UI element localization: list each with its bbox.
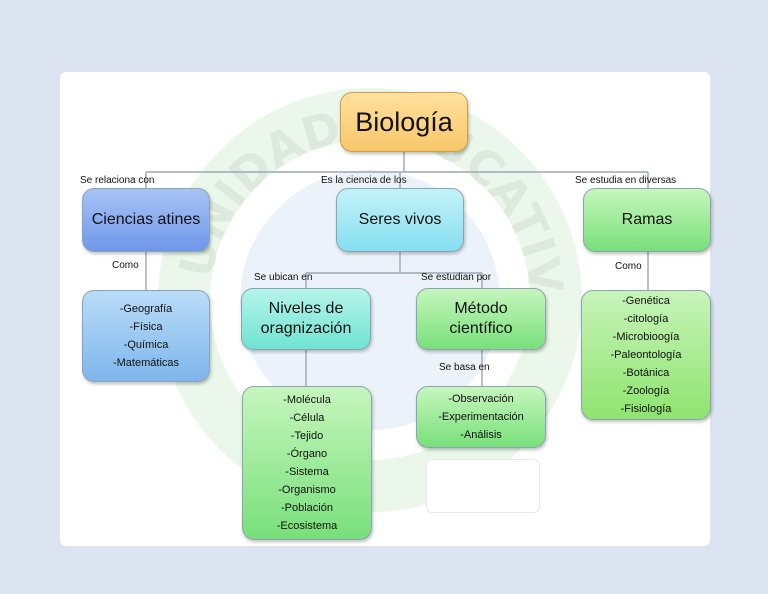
node-biologia: Biología	[340, 92, 468, 152]
label-relates: Se relaciona con	[80, 175, 155, 186]
node-ramas-label: Ramas	[621, 211, 673, 228]
node-metodo-label: Método científico	[449, 300, 513, 337]
list-item: -Matemáticas	[112, 357, 180, 369]
list-item: -Tejido	[290, 430, 324, 442]
list-item: -Órgano	[286, 448, 328, 460]
list-item: -Observación	[448, 393, 514, 405]
node-biologia-label: Biología	[355, 106, 453, 137]
list-item: -Paleontología	[610, 349, 682, 361]
label-como-right: Como	[615, 261, 642, 272]
label-studied-by: Se estudian por	[421, 272, 492, 283]
node-metodo: Método científico	[416, 288, 546, 350]
list-item: -Célula	[289, 412, 325, 424]
label-located-in: Se ubican en	[254, 272, 313, 283]
label-studied-in: Se estudia en diversas	[575, 175, 677, 186]
list-item: -Organismo	[278, 484, 336, 496]
list-item: -Física	[129, 321, 163, 333]
list-ciencias: -Geografía -Física -Química -Matemáticas	[82, 290, 210, 382]
blank-box	[426, 459, 540, 513]
node-ciencias: Ciencias atines	[82, 188, 210, 252]
list-niveles: -Molécula -Célula -Tejido -Órgano -Siste…	[242, 386, 372, 540]
node-niveles-label: Niveles de oragnización	[260, 300, 352, 337]
label-based-on: Se basa en	[439, 362, 490, 373]
list-item: -Sistema	[285, 466, 329, 478]
list-item: -citología	[623, 313, 669, 325]
node-seres-vivos: Seres vivos	[336, 188, 464, 252]
list-item: -Geografía	[119, 303, 173, 315]
label-science-of: Es la ciencia de los	[321, 175, 407, 186]
list-item: -Molécula	[283, 394, 331, 406]
list-item: -Genética	[622, 295, 670, 307]
list-item: -Microbioogía	[612, 331, 680, 343]
list-ramas: -Genética -citología -Microbioogía -Pale…	[581, 290, 711, 420]
list-item: -Ecosistema	[276, 520, 338, 532]
node-seres-label: Seres vivos	[358, 211, 442, 228]
node-ramas: Ramas	[583, 188, 711, 252]
list-item: -Botánica	[622, 367, 670, 379]
list-item: -Fisiología	[620, 403, 672, 415]
list-item: -Química	[123, 339, 169, 351]
list-item: -Población	[281, 502, 333, 514]
node-ciencias-label: Ciencias atines	[91, 211, 201, 228]
list-item: -Experimentación	[438, 411, 524, 423]
list-item: -Análisis	[460, 429, 502, 441]
list-item: -Zoología	[622, 385, 670, 397]
node-niveles: Niveles de oragnización	[241, 288, 371, 350]
list-metodo: -Observación -Experimentación -Análisis	[416, 386, 546, 448]
label-como-left: Como	[112, 260, 139, 271]
